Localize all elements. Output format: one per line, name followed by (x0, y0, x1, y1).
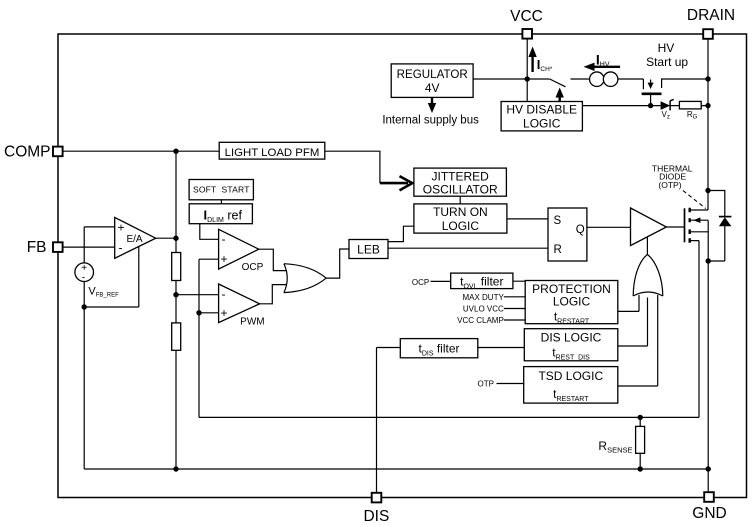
svg-text:Q: Q (576, 224, 585, 236)
svg-text:HV DISABLE: HV DISABLE (506, 103, 577, 117)
svg-text:LIGHT LOAD PFM: LIGHT LOAD PFM (225, 147, 320, 159)
svg-text:LEB: LEB (357, 243, 380, 257)
svg-text:LOGIC: LOGIC (523, 117, 561, 131)
svg-text:R: R (554, 244, 562, 256)
svg-text:VCC CLAMP: VCC CLAMP (457, 316, 504, 325)
svg-text:Internal supply bus: Internal supply bus (382, 115, 479, 127)
svg-text:-: - (222, 287, 226, 301)
svg-text:+: + (221, 252, 228, 266)
svg-text:VCC: VCC (510, 8, 543, 25)
svg-text:ICH*: ICH* (537, 57, 553, 73)
svg-text:TSD LOGIC: TSD LOGIC (538, 369, 603, 383)
svg-text:IHV: IHV (596, 51, 610, 68)
svg-text:MAX DUTY: MAX DUTY (462, 293, 504, 302)
svg-text:S: S (554, 215, 562, 227)
svg-text:THERMAL: THERMAL (652, 163, 693, 173)
svg-text:DIODE: DIODE (659, 171, 686, 181)
svg-text:UVLO VCC: UVLO VCC (463, 305, 504, 314)
svg-text:+: + (221, 306, 228, 320)
svg-text:DIS: DIS (363, 508, 389, 525)
svg-text:Vz: Vz (662, 110, 670, 121)
svg-text:-: - (119, 241, 123, 255)
svg-text:PROTECTION: PROTECTION (532, 282, 611, 296)
svg-text:+: + (81, 263, 87, 274)
svg-text:JITTERED: JITTERED (432, 169, 490, 183)
svg-text:DIS LOGIC: DIS LOGIC (541, 331, 602, 345)
svg-text:REGULATOR: REGULATOR (397, 68, 468, 81)
svg-text:OCP: OCP (242, 262, 264, 273)
svg-text:RSENSE: RSENSE (598, 439, 632, 455)
svg-text:PWM: PWM (240, 316, 264, 327)
svg-text:LOGIC: LOGIC (442, 219, 480, 233)
svg-text:OCP: OCP (412, 278, 429, 287)
svg-text:+: + (118, 221, 125, 235)
svg-text:COMP: COMP (4, 144, 51, 161)
svg-text:E/A: E/A (126, 234, 142, 245)
svg-text:4V: 4V (425, 81, 440, 95)
svg-text:GND: GND (692, 505, 726, 522)
svg-text:-: - (82, 273, 85, 284)
svg-text:DRAIN: DRAIN (687, 7, 735, 24)
svg-text:OTP: OTP (478, 380, 494, 389)
svg-text:Start up: Start up (646, 55, 688, 69)
svg-text:-: - (222, 232, 226, 246)
svg-text:LOGIC: LOGIC (553, 295, 591, 309)
svg-text:HV: HV (658, 41, 675, 55)
svg-text:OSCILLATOR: OSCILLATOR (423, 182, 498, 196)
svg-text:VFB_REF: VFB_REF (88, 286, 119, 299)
svg-text:RG: RG (687, 110, 698, 121)
svg-text:SOFT START: SOFT START (193, 185, 250, 195)
svg-text:FB: FB (27, 239, 47, 256)
svg-text:TURN ON: TURN ON (433, 205, 488, 219)
svg-text:(OTP): (OTP) (658, 180, 681, 190)
